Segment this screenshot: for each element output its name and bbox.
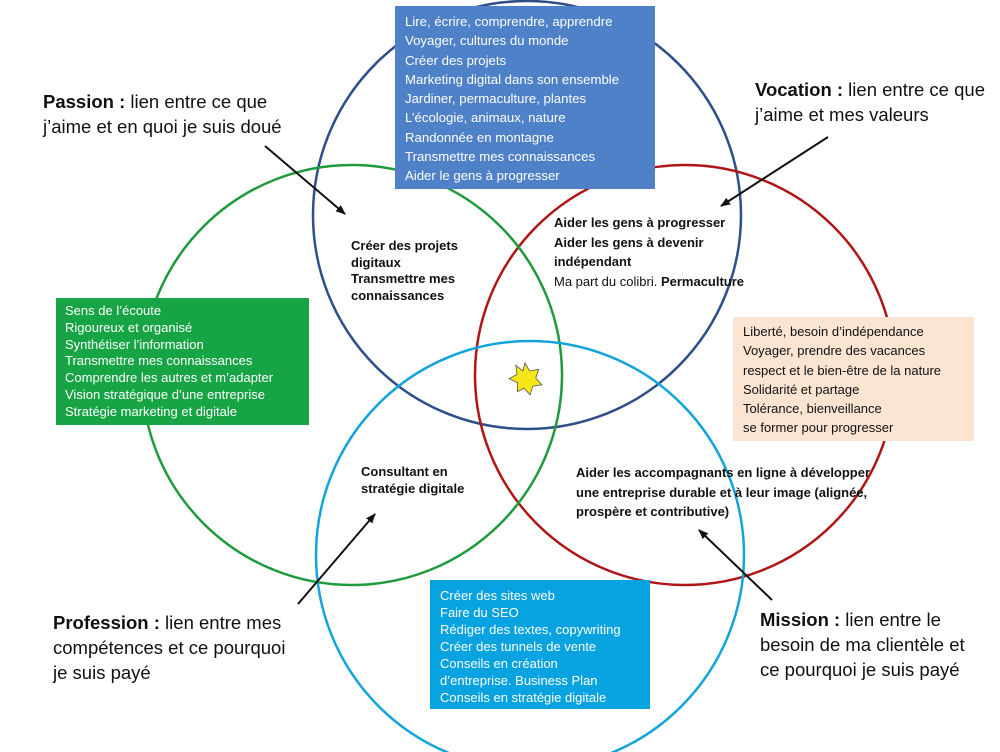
arrow-passion xyxy=(264,145,346,215)
list-item: Rigoureux et organisé xyxy=(65,319,193,335)
list-item: L’écologie, animaux, nature xyxy=(405,110,566,126)
list-item: Randonnée en montagne xyxy=(405,129,554,145)
list-item: Comprendre les autres et m’adapter xyxy=(65,370,274,386)
skills-good-at-box: Sens de l’écoute Rigoureux et organisé S… xyxy=(56,298,309,425)
label-line: prospère et contributive) xyxy=(576,504,730,519)
list-item: Lire, écrire, comprendre, apprendre xyxy=(405,14,613,29)
vocation-callout: Vocation : lien entre ce que j’aime et m… xyxy=(755,77,985,127)
list-item: Marketing digital dans son ensemble xyxy=(405,71,620,87)
list-item: Solidarité et partage xyxy=(743,381,860,397)
label-bold-part: Permaculture xyxy=(657,273,745,289)
callout-term: Mission : xyxy=(760,609,841,630)
label-line: digitaux xyxy=(351,254,401,270)
list-item: Aider le gens à progresser xyxy=(405,168,560,184)
callout-text: lien entre le xyxy=(840,609,941,630)
list-item: Conseils en création xyxy=(440,656,558,671)
list-item: Voyager, prendre des vacances xyxy=(743,343,926,359)
label-line: stratégie digitale xyxy=(361,480,465,496)
label-muted-part: Ma part du colibri. xyxy=(554,273,658,289)
list-item: Vision stratégique d’une entreprise xyxy=(65,386,265,402)
list-item: Créer des projets xyxy=(405,52,507,68)
profession-callout: Profession : lien entre mes compétences … xyxy=(53,610,285,685)
skills-love-box: Lire, écrire, comprendre, apprendre Voya… xyxy=(395,6,655,189)
arrow-profession xyxy=(297,513,376,605)
callout-term: Vocation : xyxy=(755,79,844,100)
list-item: Liberté, besoin d’indépendance xyxy=(743,324,924,339)
callout-term: Profession : xyxy=(53,612,160,633)
circle-blue xyxy=(311,0,743,431)
callout-text: besoin de ma clientèle et xyxy=(760,634,965,655)
callout-line: Passion : lien entre ce que xyxy=(43,89,282,114)
label-line: Transmettre mes xyxy=(351,271,456,286)
list-item: Stratégie marketing et digitale xyxy=(65,403,237,419)
list-item: Transmettre mes connaissances xyxy=(65,353,253,369)
callout-text: je suis payé xyxy=(53,662,151,683)
list-item: Tolérance, bienveillance xyxy=(743,401,882,417)
arrow-vocation xyxy=(720,136,829,207)
list-item: respect et le bien-être de la nature xyxy=(743,362,942,378)
mission-callout: Mission : lien entre le besoin de ma cli… xyxy=(760,607,965,682)
label-line: Aider les gens à devenir xyxy=(554,234,704,250)
callout-text: lien entre ce que xyxy=(125,91,268,112)
arrow-mission xyxy=(698,529,773,601)
profession-intersection-label: Consultant en stratégie digitale xyxy=(361,464,464,497)
values-box: Liberté, besoin d’indépendance Voyager, … xyxy=(733,317,974,441)
list-item: Faire du SEO xyxy=(440,605,519,620)
paid-for-box: Créer des sites web Faire du SEO Rédiger… xyxy=(430,580,650,709)
label-line: Aider les accompagnants en ligne à dével… xyxy=(576,465,871,480)
list-item: Synthétiser l’information xyxy=(65,336,204,352)
list-item: Créer des sites web xyxy=(440,588,555,603)
list-item: Conseils en stratégie digitale xyxy=(440,690,607,705)
callout-line: Vocation : lien entre ce que xyxy=(755,77,985,102)
vocation-intersection-label: Aider les gens à progresser Aider les ge… xyxy=(554,213,744,291)
callout-term: Passion : xyxy=(43,91,126,112)
list-item: Sens de l’écoute xyxy=(65,303,162,318)
callout-line: Profession : lien entre mes xyxy=(53,610,285,635)
label-line: Ma part du colibri. Permaculture xyxy=(554,272,744,292)
mission-intersection-label: Aider les accompagnants en ligne à dével… xyxy=(576,463,870,522)
label-line: indépendant xyxy=(554,254,632,269)
list-item: se former pour progresser xyxy=(743,420,894,436)
callout-text: compétences et ce pourquoi xyxy=(53,637,286,658)
list-item: Voyager, cultures du monde xyxy=(405,33,569,49)
label-line: une entreprise durable et à leur image (… xyxy=(576,484,868,500)
callout-text: lien entre mes xyxy=(159,612,282,633)
list-item: Jardiner, permaculture, plantes xyxy=(405,91,587,107)
list-item: d’entreprise. Business Plan xyxy=(440,673,598,688)
callout-text: j’aime et mes valeurs xyxy=(755,104,929,125)
label-line: Consultant en xyxy=(361,464,448,479)
list-item: Créer des tunnels de vente xyxy=(440,639,597,654)
star-icon xyxy=(508,361,543,396)
label-line: Créer des projets xyxy=(351,238,458,253)
passion-intersection-label: Créer des projets digitaux Transmettre m… xyxy=(351,238,458,304)
callout-text: j’aime et en quoi je suis doué xyxy=(43,116,282,137)
callout-text: ce pourquoi je suis payé xyxy=(760,659,960,680)
list-item: Transmettre mes connaissances xyxy=(405,149,596,165)
callout-text: lien entre ce que xyxy=(843,79,985,100)
list-item: Rédiger des textes, copywriting xyxy=(440,622,621,637)
callout-line: Mission : lien entre le xyxy=(760,607,965,632)
circle-cyan xyxy=(314,339,746,752)
label-line: connaissances xyxy=(351,287,445,303)
passion-callout: Passion : lien entre ce que j’aime et en… xyxy=(43,89,282,139)
label-line: Aider les gens à progresser xyxy=(554,215,726,230)
